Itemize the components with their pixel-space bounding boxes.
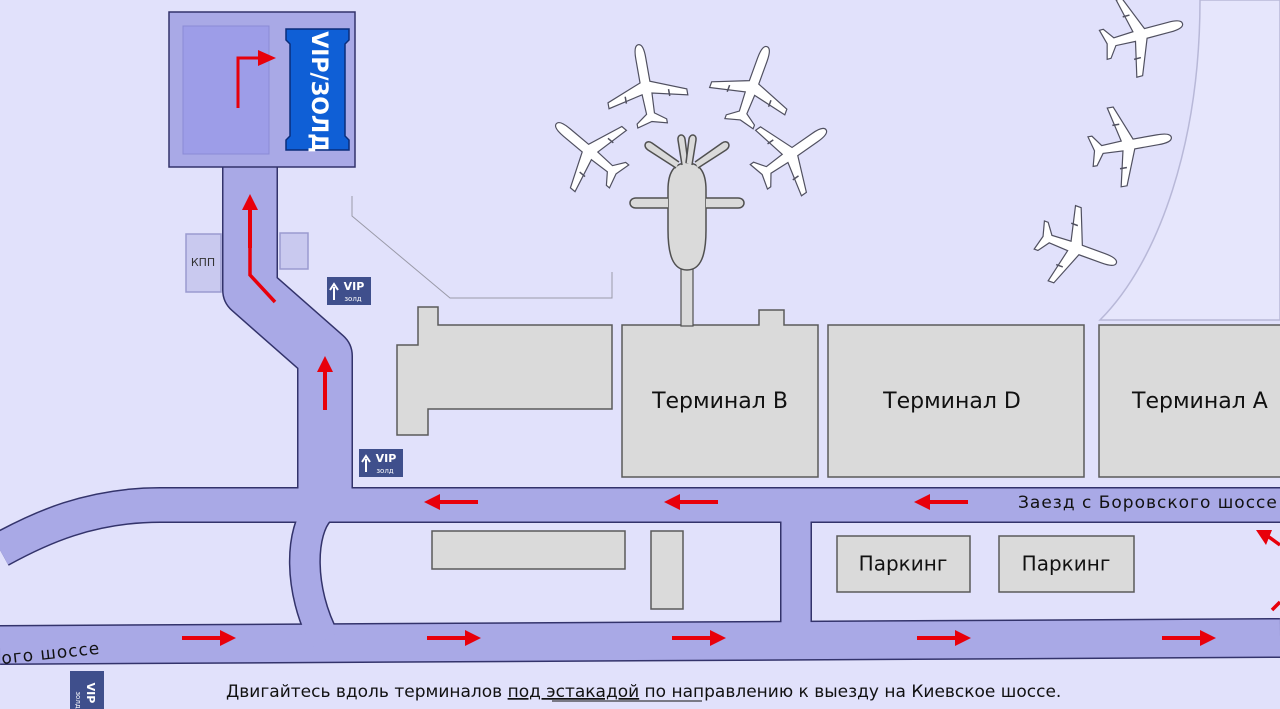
parking-1-label: Паркинг bbox=[859, 552, 948, 576]
vip-sign-line2: золд bbox=[376, 467, 393, 475]
vip-sign: VIP золд bbox=[359, 449, 403, 477]
terminal-d[interactable]: Терминал D bbox=[827, 324, 1085, 478]
vip-gold-terminal[interactable]: VIP/ЗОЛД bbox=[285, 28, 350, 153]
parking-structure bbox=[650, 530, 684, 610]
apron-boundary bbox=[1098, 0, 1280, 321]
vip-sign: VIP золд bbox=[327, 277, 371, 305]
checkpoint-booth bbox=[185, 233, 222, 293]
terminal-a-label: Терминал A bbox=[1131, 389, 1268, 414]
instruction-part: по направлению к выезду на Киевское шосс… bbox=[639, 682, 1061, 702]
vip-sign-line2: золд bbox=[344, 295, 361, 303]
traffic-arrows bbox=[182, 194, 1280, 646]
pier bbox=[629, 134, 745, 327]
vip-building-label: VIP/ЗОЛД bbox=[306, 31, 331, 153]
instruction-underlined: под эстакадой bbox=[508, 682, 640, 702]
instruction-text: Двигайтесь вдоль терминалов под эстакадо… bbox=[226, 682, 1061, 702]
checkpoint-label: КПП bbox=[191, 256, 215, 269]
parking-2-label: Паркинг bbox=[1022, 552, 1111, 576]
boundary-line bbox=[351, 196, 613, 299]
instruction-part: Двигайтесь вдоль терминалов bbox=[226, 682, 508, 702]
checkpoint-booth-right bbox=[279, 232, 309, 270]
terminal-building-unlabeled bbox=[396, 306, 613, 436]
parking-1[interactable]: Паркинг bbox=[836, 535, 971, 593]
terminal-a[interactable]: Терминал A bbox=[1098, 324, 1280, 478]
road-network bbox=[0, 150, 1280, 665]
terminal-b-label: Терминал B bbox=[651, 389, 788, 414]
vip-sign-line2: золд bbox=[74, 691, 82, 708]
terminal-d-label: Терминал D bbox=[882, 389, 1021, 414]
vip-sign-line1: VIP bbox=[84, 683, 97, 704]
vip-sign-line1: VIP bbox=[344, 280, 365, 293]
vip-sign: VIP золд bbox=[70, 671, 104, 709]
parking-structure bbox=[431, 530, 626, 570]
parking-2[interactable]: Паркинг bbox=[998, 535, 1135, 593]
vip-sign-line1: VIP bbox=[376, 452, 397, 465]
terminal-b[interactable]: Терминал B bbox=[621, 309, 819, 478]
road-label-borovskoe: Заезд с Боровского шоссе bbox=[1018, 493, 1278, 513]
